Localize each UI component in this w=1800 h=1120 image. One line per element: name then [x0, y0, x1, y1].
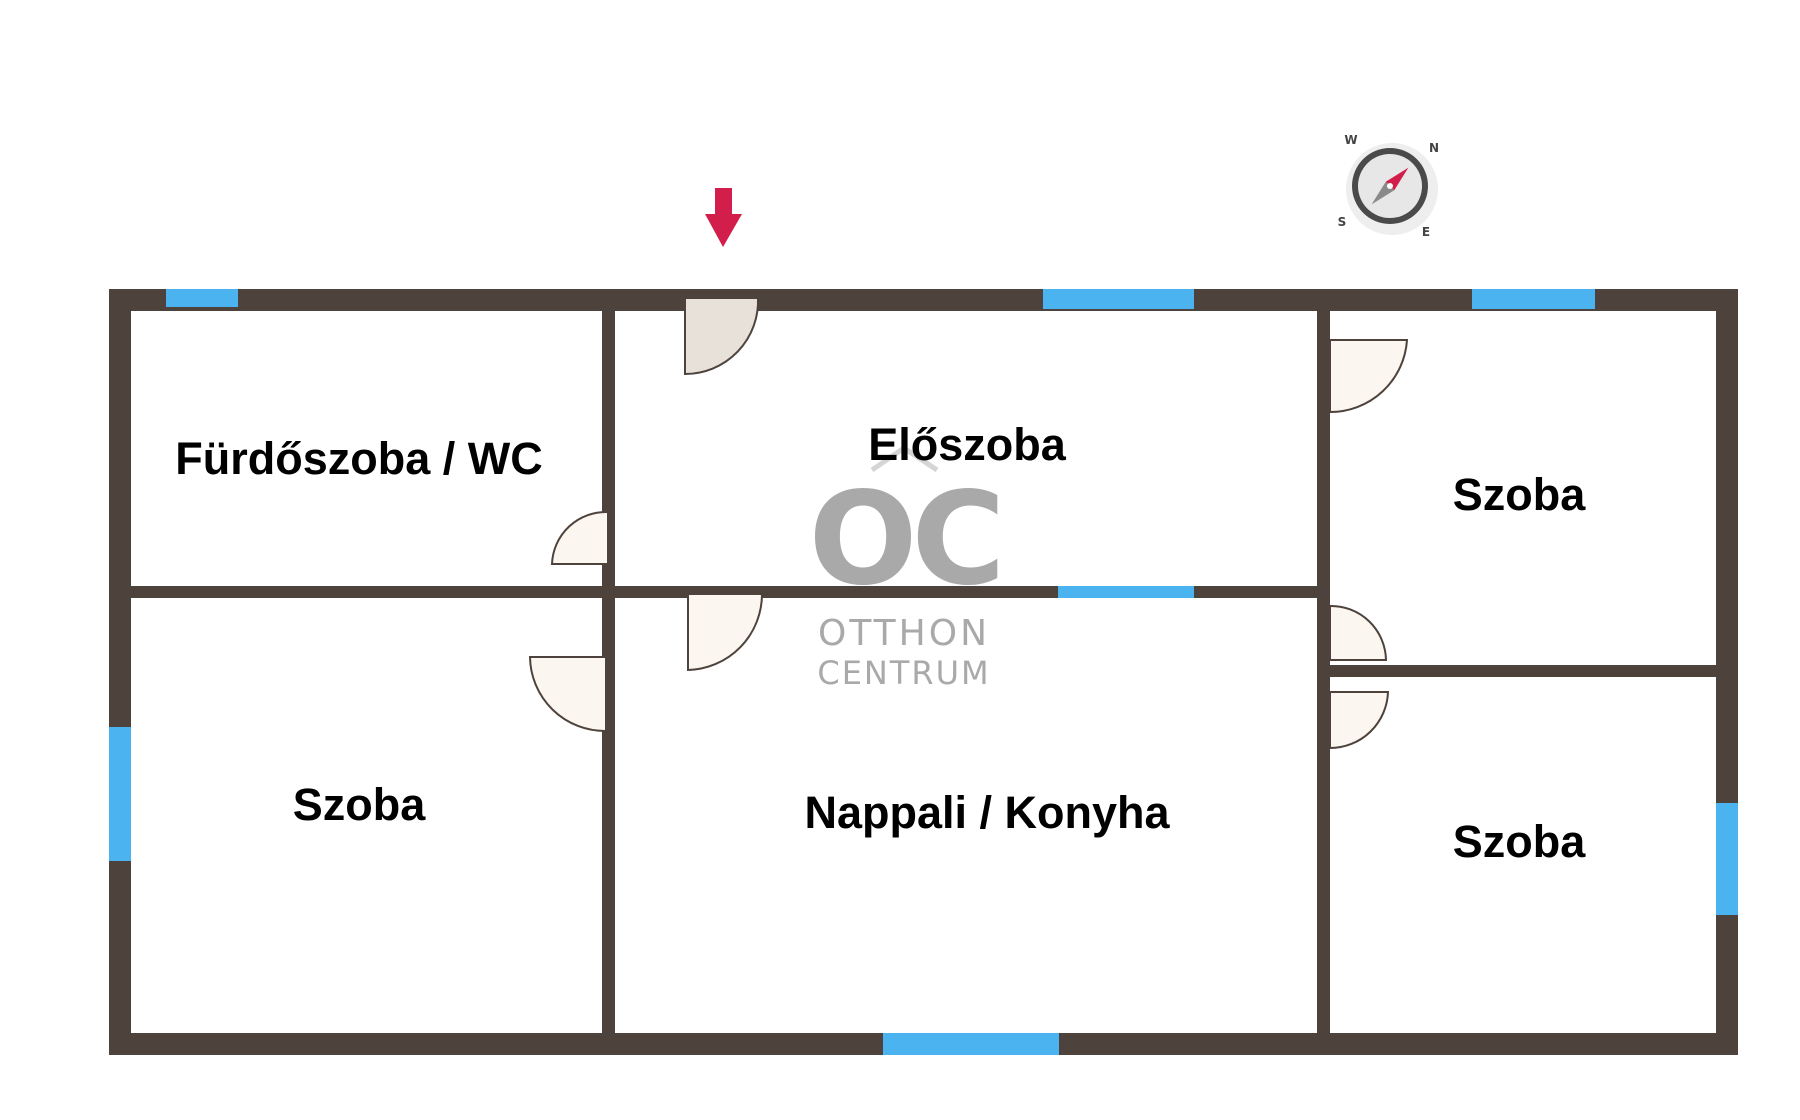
window-interior [1058, 586, 1194, 598]
room-label-bathroom: Fürdőszoba / WC [175, 433, 542, 484]
compass-center [1387, 183, 1393, 189]
window-top-2 [1043, 289, 1194, 309]
watermark-line2: CENTRUM [817, 654, 990, 692]
entrance-arrow-head [705, 214, 742, 247]
entrance-arrow-shaft [715, 188, 732, 220]
door-living [687, 593, 764, 672]
room-label-room-bottom-right: Szoba [1453, 816, 1586, 867]
wall-top [109, 289, 1738, 311]
compass-south: S [1338, 215, 1347, 229]
watermark: OC OTTHON CENTRUM [809, 444, 1005, 692]
entrance-arrow [705, 188, 742, 247]
room-labels: Fürdőszoba / WC Előszoba Szoba Szoba Nap… [175, 419, 1586, 867]
watermark-line1: OTTHON [818, 613, 990, 654]
wall-middle-left [109, 586, 1330, 598]
windows [109, 289, 1738, 1055]
door-bathroom [550, 510, 609, 565]
door-entrance [684, 297, 760, 376]
wall-left [109, 289, 131, 1055]
doors [528, 297, 1409, 750]
room-label-living-kitchen: Nappali / Konyha [804, 787, 1170, 838]
window-bottom [883, 1033, 1059, 1055]
door-room-mid-right [1329, 604, 1388, 661]
window-left [109, 727, 131, 861]
door-room-left [528, 656, 607, 733]
watermark-chevron [870, 444, 939, 473]
door-room-top-right [1329, 339, 1409, 414]
window-top-3 [1472, 289, 1595, 309]
room-label-room-left: Szoba [293, 779, 426, 830]
wall-divider-1 [602, 289, 615, 1055]
door-room-bottom-right [1329, 691, 1390, 750]
compass-west: W [1344, 133, 1357, 147]
compass: N E S W [1338, 133, 1439, 239]
room-label-room-top-right: Szoba [1453, 469, 1586, 520]
window-top-1 [166, 289, 238, 307]
room-label-hallway: Előszoba [868, 419, 1067, 470]
wall-middle-right [1317, 665, 1738, 677]
window-right [1716, 803, 1738, 915]
compass-north: N [1429, 141, 1439, 155]
compass-east: E [1422, 225, 1430, 239]
